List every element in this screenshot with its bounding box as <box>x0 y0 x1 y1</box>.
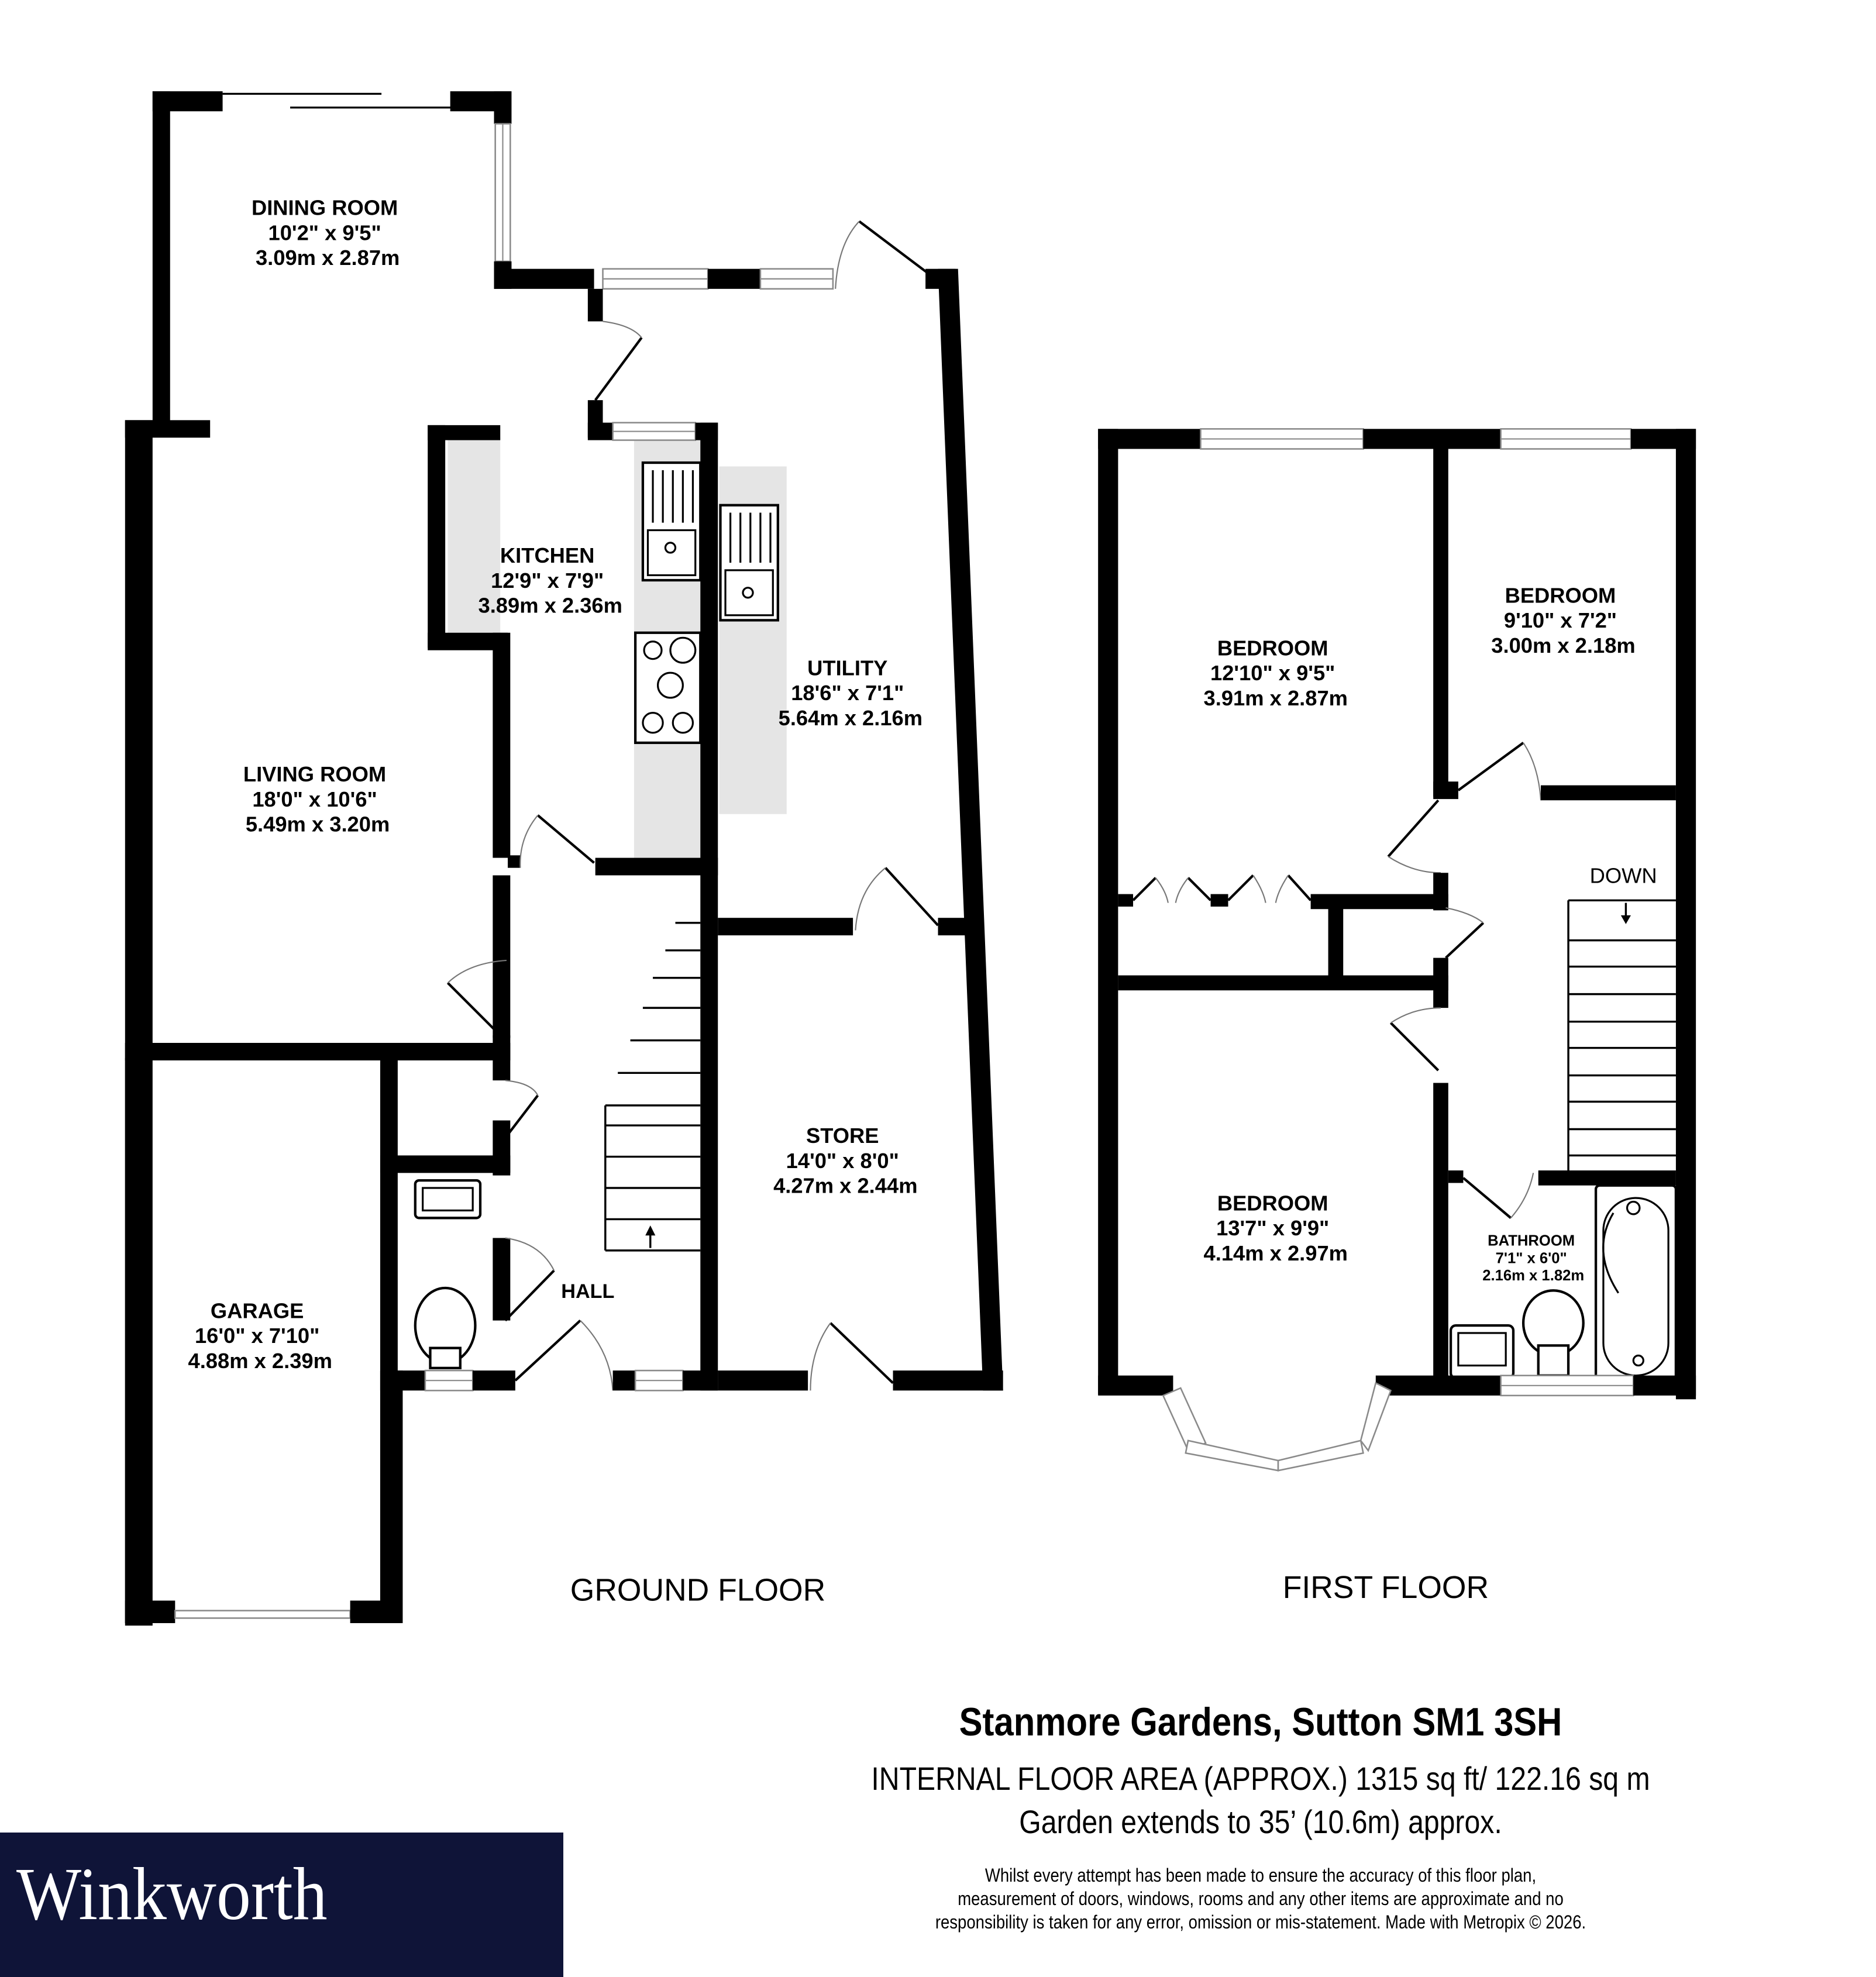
kitchen-dining-door[interactable] <box>594 336 643 401</box>
landing-cupboard-door[interactable] <box>1445 922 1485 959</box>
disclaimer: Whilst every attempt has been made to en… <box>770 1864 1751 1934</box>
room-label-bedroom1: BEDROOM 12'10" x 9'5" 3.91m x 2.87m <box>1204 636 1348 710</box>
utility-back-door[interactable] <box>858 220 931 277</box>
store-utility-door[interactable] <box>884 867 939 926</box>
kitchen-counter-left <box>448 438 501 648</box>
garage-door[interactable] <box>174 1610 351 1619</box>
bedroom3-door[interactable] <box>1389 1022 1440 1072</box>
bathroom-door[interactable] <box>1462 1177 1512 1219</box>
living-hall-door[interactable] <box>446 981 501 1036</box>
bay-window <box>1162 1382 1392 1472</box>
wardrobe-door-1[interactable] <box>1132 877 1157 901</box>
front-door[interactable] <box>514 1320 581 1382</box>
cupboard-door[interactable] <box>504 1094 539 1139</box>
brand-logo-banner: Winkworth <box>0 1833 563 1977</box>
room-label-bathroom: BATHROOM 7'1" x 6'0" 2.16m x 1.82m <box>1482 1232 1584 1284</box>
room-label-dining: DINING ROOM 10'2" x 9'5" 3.09m x 2.87m <box>252 196 404 270</box>
room-label-bedroom2: BEDROOM 9'10" x 7'2" 3.00m x 2.18m <box>1491 583 1635 657</box>
bathtub <box>1594 1184 1678 1384</box>
ground-floor-label: GROUND FLOOR <box>570 1573 825 1607</box>
room-label-store: STORE 14'0" x 8'0" 4.27m x 2.44m <box>773 1124 917 1198</box>
garden-size: Garden extends to 35’ (10.6m) approx. <box>1019 1803 1502 1840</box>
kitchen-hob <box>634 631 702 745</box>
bedroom1-door[interactable] <box>1387 799 1440 857</box>
room-label-utility: UTILITY 18'6" x 7'1" 5.64m x 2.16m <box>779 656 922 730</box>
first-floor-plan: DOWN <box>1098 428 1696 1605</box>
room-label-living: LIVING ROOM 18'0" x 10'6" 5.49m x 3.20m <box>243 762 392 836</box>
brand-logo-text: Winkworth <box>16 1852 328 1935</box>
utility-sink <box>719 504 779 622</box>
disclaimer-line: measurement of doors, windows, rooms and… <box>958 1888 1564 1909</box>
bedroom2-door[interactable] <box>1457 742 1524 791</box>
room-label-kitchen: KITCHEN 12'9" x 7'9" 3.89m x 2.36m <box>479 543 622 618</box>
ground-floor-plan: DINING ROOM 10'2" x 9'5" 3.09m x 2.87m K… <box>125 91 1003 1626</box>
bathroom-basin <box>1449 1324 1515 1380</box>
disclaimer-line: responsibility is taken for any error, o… <box>935 1911 1586 1933</box>
living-kitchen-door[interactable] <box>536 814 595 864</box>
first-floor-stairs: DOWN <box>1567 863 1676 1173</box>
first-floor-label: FIRST FLOOR <box>1283 1570 1489 1605</box>
wardrobe-door-2[interactable] <box>1227 874 1254 901</box>
store-door[interactable] <box>829 1322 894 1384</box>
disclaimer-line: Whilst every attempt has been made to en… <box>985 1865 1537 1886</box>
internal-floor-area: INTERNAL FLOOR AREA (APPROX.) 1315 sq ft… <box>871 1760 1650 1797</box>
room-label-garage: GARAGE 16'0" x 7'10" 4.88m x 2.39m <box>188 1299 332 1373</box>
wc-door[interactable] <box>504 1269 555 1322</box>
room-label-hall: HALL <box>561 1280 614 1303</box>
ground-floor-stairs <box>604 922 701 1252</box>
kitchen-sink <box>641 461 702 582</box>
wc-basin <box>414 1179 482 1220</box>
property-address: Stanmore Gardens, Sutton SM1 3SH <box>959 1700 1562 1744</box>
bathroom-toilet <box>1522 1289 1585 1377</box>
room-label-bedroom3: BEDROOM 13'7" x 9'9" 4.14m x 2.97m <box>1204 1191 1348 1265</box>
stairs-down-label: DOWN <box>1590 863 1657 887</box>
